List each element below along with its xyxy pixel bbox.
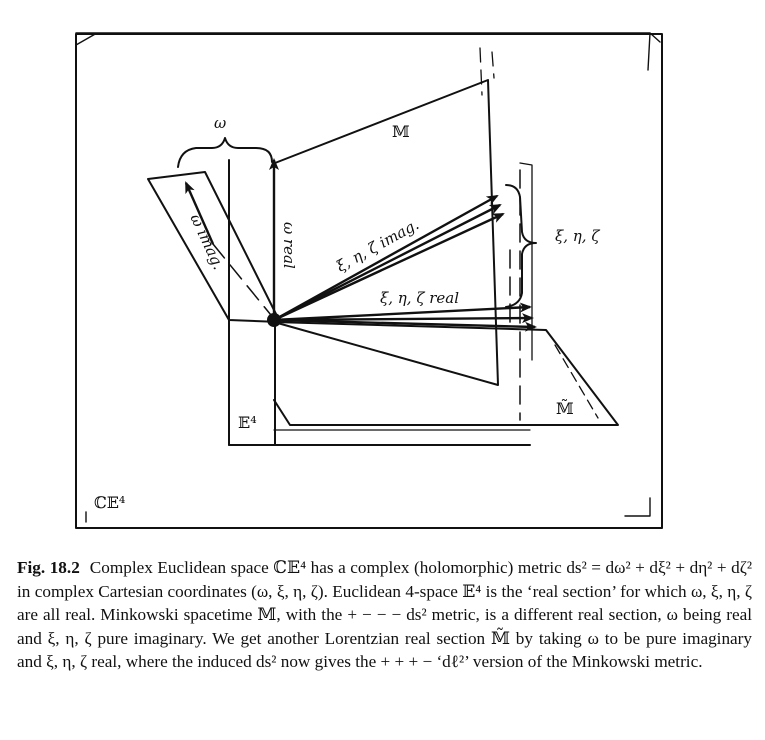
omega-brace — [177, 137, 273, 168]
ce4-label: ℂ𝔼⁴ — [94, 493, 125, 512]
real-vector-2 — [273, 313, 534, 324]
imag-vector-2 — [273, 203, 502, 322]
imag-vector-1 — [273, 194, 499, 322]
m-tilde-plane — [273, 321, 619, 426]
omega-imag-label: ω imag. — [186, 211, 227, 272]
complex-euclidean-diagram: ω 𝕄 ω imag. ω real ξ, η, ζ imag. ξ, η, ζ… — [75, 32, 663, 529]
xi-eta-zeta-brace — [505, 184, 537, 308]
minkowski-label: 𝕄 — [392, 122, 410, 141]
omega-real-label: ω real — [280, 222, 298, 269]
m-tilde-label: 𝕄̃ — [556, 398, 574, 418]
imag-vector-3 — [273, 212, 505, 322]
caption-text: Complex Euclidean space ℂ𝔼⁴ has a comple… — [17, 558, 752, 672]
origin-point — [267, 313, 281, 327]
xi-eta-zeta-label: ξ, η, ζ — [555, 227, 600, 245]
real-vector-3 — [273, 318, 537, 332]
e4-label: 𝔼⁴ — [238, 413, 257, 432]
xi-eta-zeta-real-label: ξ, η, ζ real — [380, 289, 459, 307]
minkowski-plane — [273, 47, 533, 386]
caption-figure-label: Fig. 18.2 — [17, 558, 80, 577]
real-vector-1 — [273, 302, 532, 322]
omega-imag-vector — [184, 181, 215, 245]
ce4-frame-outline — [75, 32, 663, 529]
omega-brace-label: ω — [214, 114, 226, 132]
